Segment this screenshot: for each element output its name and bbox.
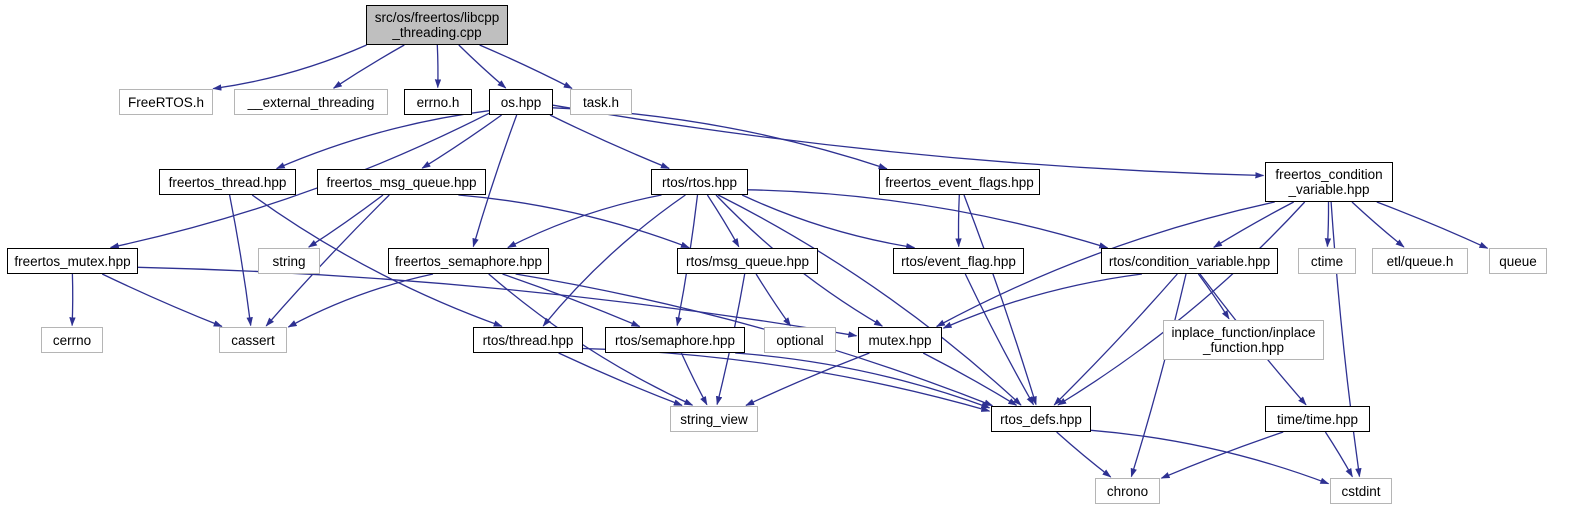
graph-edge-frt_sem-to-rtos_sem	[502, 273, 641, 328]
graph-edge-root-to-errno_h	[434, 44, 442, 89]
graph-edge-rtos_rtos-to-rtos_eventflag	[741, 194, 916, 250]
graph-node-chrono[interactable]: chrono	[1095, 478, 1160, 504]
graph-edge-frt_msgq-to-rtos_msgq	[458, 194, 690, 249]
graph-edge-frt_condvar-to-rtos_defs	[1057, 201, 1306, 406]
graph-node-frt_msgq[interactable]: freertos_msg_queue.hpp	[317, 169, 486, 195]
graph-node-rtos_sem[interactable]: rtos/semaphore.hpp	[605, 327, 745, 353]
graph-node-rtos_msgq[interactable]: rtos/msg_queue.hpp	[677, 248, 818, 274]
graph-edge-rtos_condvar-to-chrono	[1130, 273, 1187, 478]
graph-edge-frt_thread-to-cassert	[228, 194, 253, 327]
graph-edge-os_hpp-to-frt_mutex	[109, 112, 490, 249]
graph-edge-rtos_rtos-to-rtos_msgq	[706, 194, 740, 248]
graph-edge-rtos_defs-to-cstdint	[1090, 429, 1330, 485]
graph-edge-os_hpp-to-rtos_rtos	[549, 114, 670, 170]
graph-node-ext_threading[interactable]: __external_threading	[234, 89, 388, 115]
graph-edge-root-to-os_hpp	[458, 44, 507, 89]
graph-edge-rtos_condvar-to-rtos_defs	[1053, 273, 1178, 406]
graph-node-rtos_thread[interactable]: rtos/thread.hpp	[473, 327, 583, 353]
graph-node-cstdint[interactable]: cstdint	[1330, 478, 1392, 504]
graph-node-frt_thread[interactable]: freertos_thread.hpp	[159, 169, 296, 195]
graph-edge-os_hpp-to-frt_msgq	[421, 114, 502, 169]
graph-node-string_view[interactable]: string_view	[670, 406, 758, 432]
graph-edge-rtos_defs-to-chrono	[1056, 431, 1112, 478]
graph-node-etl_queue[interactable]: etl/queue.h	[1372, 248, 1468, 274]
graph-edge-os_hpp-to-frt_thread	[275, 110, 490, 170]
graph-node-rtos_rtos[interactable]: rtos/rtos.hpp	[651, 169, 748, 195]
graph-edge-frt_condvar-to-queue	[1376, 201, 1489, 249]
graph-node-task_h[interactable]: task.h	[570, 89, 632, 115]
graph-node-frt_eventflags[interactable]: freertos_event_flags.hpp	[879, 169, 1040, 195]
graph-edge-frt_mutex-to-cerrno	[69, 273, 76, 327]
graph-edge-frt_condvar-to-etl_queue	[1351, 201, 1405, 248]
graph-node-mutex_hpp[interactable]: mutex.hpp	[858, 327, 942, 353]
graph-node-optional[interactable]: optional	[764, 327, 836, 353]
graph-node-rtos_defs[interactable]: rtos_defs.hpp	[991, 406, 1091, 432]
graph-node-time_time[interactable]: time/time.hpp	[1265, 406, 1370, 432]
graph-edge-frt_msgq-to-string	[308, 194, 384, 248]
graph-edge-rtos_rtos-to-rtos_defs	[717, 194, 1022, 406]
graph-edge-root-to-task_h	[479, 44, 573, 89]
graph-edge-root-to-freertos_h	[212, 44, 367, 91]
graph-edge-os_hpp-to-frt_condvar	[552, 104, 1265, 179]
graph-edge-frt_eventflags-to-rtos_defs	[963, 194, 1037, 406]
graph-edge-mutex_hpp-to-string_view	[745, 352, 870, 406]
graph-node-frt_sem[interactable]: freertos_semaphore.hpp	[388, 248, 549, 274]
graph-edge-rtos_rtos-to-rtos_thread	[542, 194, 686, 327]
graph-node-queue[interactable]: queue	[1489, 248, 1547, 274]
graph-node-freertos_h[interactable]: FreeRTOS.h	[119, 89, 213, 115]
graph-edge-mutex_hpp-to-rtos_defs	[922, 352, 1018, 406]
graph-edge-rtos_sem-to-string_view	[680, 352, 708, 406]
graph-node-rtos_condvar[interactable]: rtos/condition_variable.hpp	[1101, 248, 1278, 274]
graph-edge-os_hpp-to-frt_eventflags	[552, 107, 888, 170]
graph-edge-frt_msgq-to-cassert	[265, 194, 390, 327]
graph-edge-frt_eventflags-to-rtos_eventflag	[955, 194, 962, 248]
graph-node-cerrno[interactable]: cerrno	[41, 327, 103, 353]
graph-edge-frt_thread-to-rtos_thread	[251, 194, 503, 327]
graph-edge-rtos_eventflag-to-rtos_defs	[964, 273, 1035, 406]
graph-edge-frt_mutex-to-cassert	[101, 273, 223, 328]
graph-edge-rtos_condvar-to-mutex_hpp	[942, 273, 1142, 329]
graph-node-ctime[interactable]: ctime	[1298, 248, 1356, 274]
graph-node-frt_condvar[interactable]: freertos_condition _variable.hpp	[1265, 162, 1393, 202]
graph-edge-frt_sem-to-cassert	[287, 273, 434, 328]
graph-edge-frt_condvar-to-ctime	[1324, 201, 1332, 248]
graph-node-inplace_fn[interactable]: inplace_function/inplace _function.hpp	[1163, 320, 1324, 360]
graph-edge-frt_condvar-to-rtos_condvar	[1213, 201, 1295, 248]
graph-edge-root-to-ext_threading	[332, 44, 405, 89]
graph-node-frt_mutex[interactable]: freertos_mutex.hpp	[7, 248, 138, 274]
graph-edge-rtos_rtos-to-rtos_condvar	[747, 189, 1109, 249]
graph-node-cassert[interactable]: cassert	[219, 327, 287, 353]
graph-node-errno_h[interactable]: errno.h	[404, 89, 472, 115]
graph-node-rtos_eventflag[interactable]: rtos/event_flag.hpp	[893, 248, 1024, 274]
graph-edge-time_time-to-cstdint	[1324, 431, 1353, 478]
graph-edge-frt_condvar-to-cstdint	[1330, 201, 1362, 478]
graph-node-root[interactable]: src/os/freertos/libcpp _threading.cpp	[366, 5, 508, 45]
graph-edge-rtos_sem-to-rtos_defs	[735, 352, 991, 409]
graph-edge-frt_mutex-to-mutex_hpp	[137, 266, 858, 338]
graph-edge-time_time-to-chrono	[1160, 431, 1284, 479]
graph-edge-frt_sem-to-string_view	[488, 273, 694, 406]
graph-node-os_hpp[interactable]: os.hpp	[489, 89, 553, 115]
graph-edge-rtos_thread-to-string_view	[558, 352, 683, 407]
graph-edge-rtos_msgq-to-optional	[755, 273, 792, 327]
graph-edge-os_hpp-to-frt_sem	[472, 114, 518, 248]
graph-node-string[interactable]: string	[258, 248, 320, 274]
graph-edge-rtos_rtos-to-frt_sem	[507, 194, 662, 249]
graph-edge-frt_sem-to-rtos_defs	[515, 273, 994, 407]
graph-edge-rtos_condvar-to-inplace_fn	[1197, 273, 1230, 320]
